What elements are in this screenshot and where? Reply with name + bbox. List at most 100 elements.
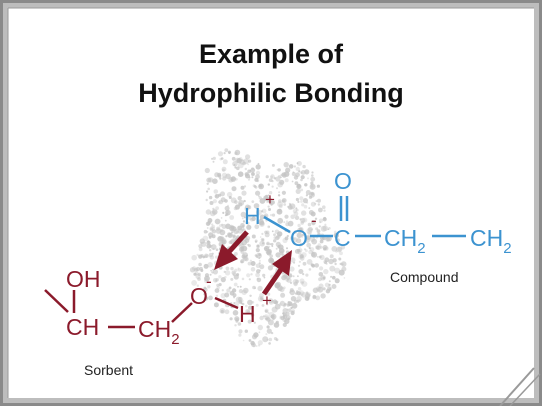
cloud-speck — [270, 242, 274, 246]
cloud-speck — [212, 160, 215, 163]
cloud-speck — [271, 299, 274, 303]
cloud-speck — [265, 175, 269, 179]
cloud-speck — [254, 240, 258, 243]
compound-h: H — [244, 203, 261, 229]
cloud-speck — [242, 161, 246, 166]
bond-arrows — [214, 230, 292, 296]
cloud-speck — [191, 266, 197, 271]
cloud-speck — [242, 220, 246, 223]
cloud-speck — [224, 148, 229, 153]
cloud-speck — [219, 177, 222, 180]
cloud-speck — [273, 322, 280, 328]
cloud-speck — [241, 159, 244, 162]
cloud-speck — [262, 336, 269, 343]
cloud-speck — [275, 235, 280, 241]
cloud-speck — [329, 265, 336, 272]
cloud-speck — [233, 164, 236, 166]
cloud-speck — [297, 200, 300, 203]
cloud-speck — [210, 269, 212, 272]
cloud-speck — [215, 228, 222, 234]
cloud-speck — [317, 286, 324, 293]
cloud-speck — [211, 229, 217, 234]
cloud-speck — [300, 175, 305, 180]
cloud-speck — [259, 221, 265, 226]
cloud-speck — [235, 178, 238, 181]
cloud-speck — [268, 342, 271, 345]
cloud-speck — [325, 237, 331, 242]
cloud-speck — [281, 190, 286, 195]
cloud-speck — [212, 178, 218, 184]
cloud-speck — [207, 220, 212, 225]
cloud-speck — [298, 260, 301, 263]
cloud-speck — [259, 315, 264, 321]
cloud-speck — [276, 187, 278, 190]
cloud-speck — [299, 227, 302, 231]
cloud-speck — [250, 172, 255, 176]
cloud-speck — [304, 237, 311, 243]
compound-h-charge: + — [265, 190, 275, 209]
cloud-speck — [209, 273, 212, 276]
cloud-speck — [303, 248, 307, 251]
cloud-speck — [271, 185, 274, 188]
cloud-speck — [198, 262, 202, 267]
cloud-speck — [204, 254, 209, 258]
cloud-speck — [311, 238, 318, 245]
cloud-speck — [287, 308, 292, 313]
cloud-speck — [220, 277, 226, 283]
cloud-speck — [259, 297, 263, 300]
cloud-speck — [191, 280, 198, 286]
cloud-speck — [225, 223, 231, 230]
cloud-speck — [255, 248, 260, 253]
cloud-speck — [257, 340, 263, 346]
sorbent-o-charge: - — [206, 272, 212, 291]
cloud-speck — [283, 203, 287, 206]
cloud-speck — [228, 286, 232, 290]
cloud-speck — [211, 224, 216, 229]
cloud-speck — [311, 251, 318, 258]
cloud-speck — [297, 287, 302, 291]
cloud-speck — [277, 201, 283, 208]
cloud-speck — [206, 190, 209, 193]
cloud-speck — [290, 214, 296, 220]
cloud-speck — [268, 226, 270, 228]
cloud-speck — [289, 266, 295, 272]
cloud-speck — [292, 171, 295, 174]
sorbent-oh: OH — [66, 266, 101, 292]
cloud-speck — [262, 273, 266, 277]
cloud-speck — [268, 298, 274, 304]
cloud-speck — [287, 301, 290, 304]
cloud-speck — [198, 247, 203, 252]
cloud-speck — [240, 248, 244, 252]
cloud-speck — [334, 262, 337, 266]
cloud-speck — [284, 318, 290, 324]
cloud-speck — [206, 177, 212, 183]
cloud-speck — [293, 261, 296, 264]
cloud-speck — [253, 185, 257, 188]
cloud-speck — [211, 157, 214, 160]
cloud-speck — [284, 236, 289, 241]
cloud-speck — [203, 263, 209, 269]
cloud-speck — [270, 175, 273, 179]
cloud-speck — [193, 272, 197, 276]
cloud-speck — [302, 164, 306, 169]
cloud-speck — [263, 195, 269, 201]
cloud-speck — [221, 289, 224, 292]
cloud-speck — [219, 157, 223, 161]
cloud-speck — [318, 277, 322, 282]
cloud-speck — [240, 185, 245, 190]
cloud-speck — [247, 319, 252, 324]
cloud-speck — [225, 266, 230, 271]
cloud-speck — [289, 281, 293, 284]
cloud-speck — [324, 223, 327, 226]
cloud-speck — [224, 219, 227, 222]
cloud-speck — [214, 194, 220, 199]
cloud-speck — [249, 259, 252, 262]
cloud-speck — [199, 266, 203, 271]
cloud-speck — [239, 285, 242, 288]
cloud-speck — [265, 247, 268, 250]
cloud-speck — [255, 209, 262, 216]
cloud-speck — [270, 258, 274, 262]
cloud-speck — [238, 333, 242, 337]
cloud-speck — [243, 287, 249, 294]
cloud-speck — [316, 184, 320, 188]
